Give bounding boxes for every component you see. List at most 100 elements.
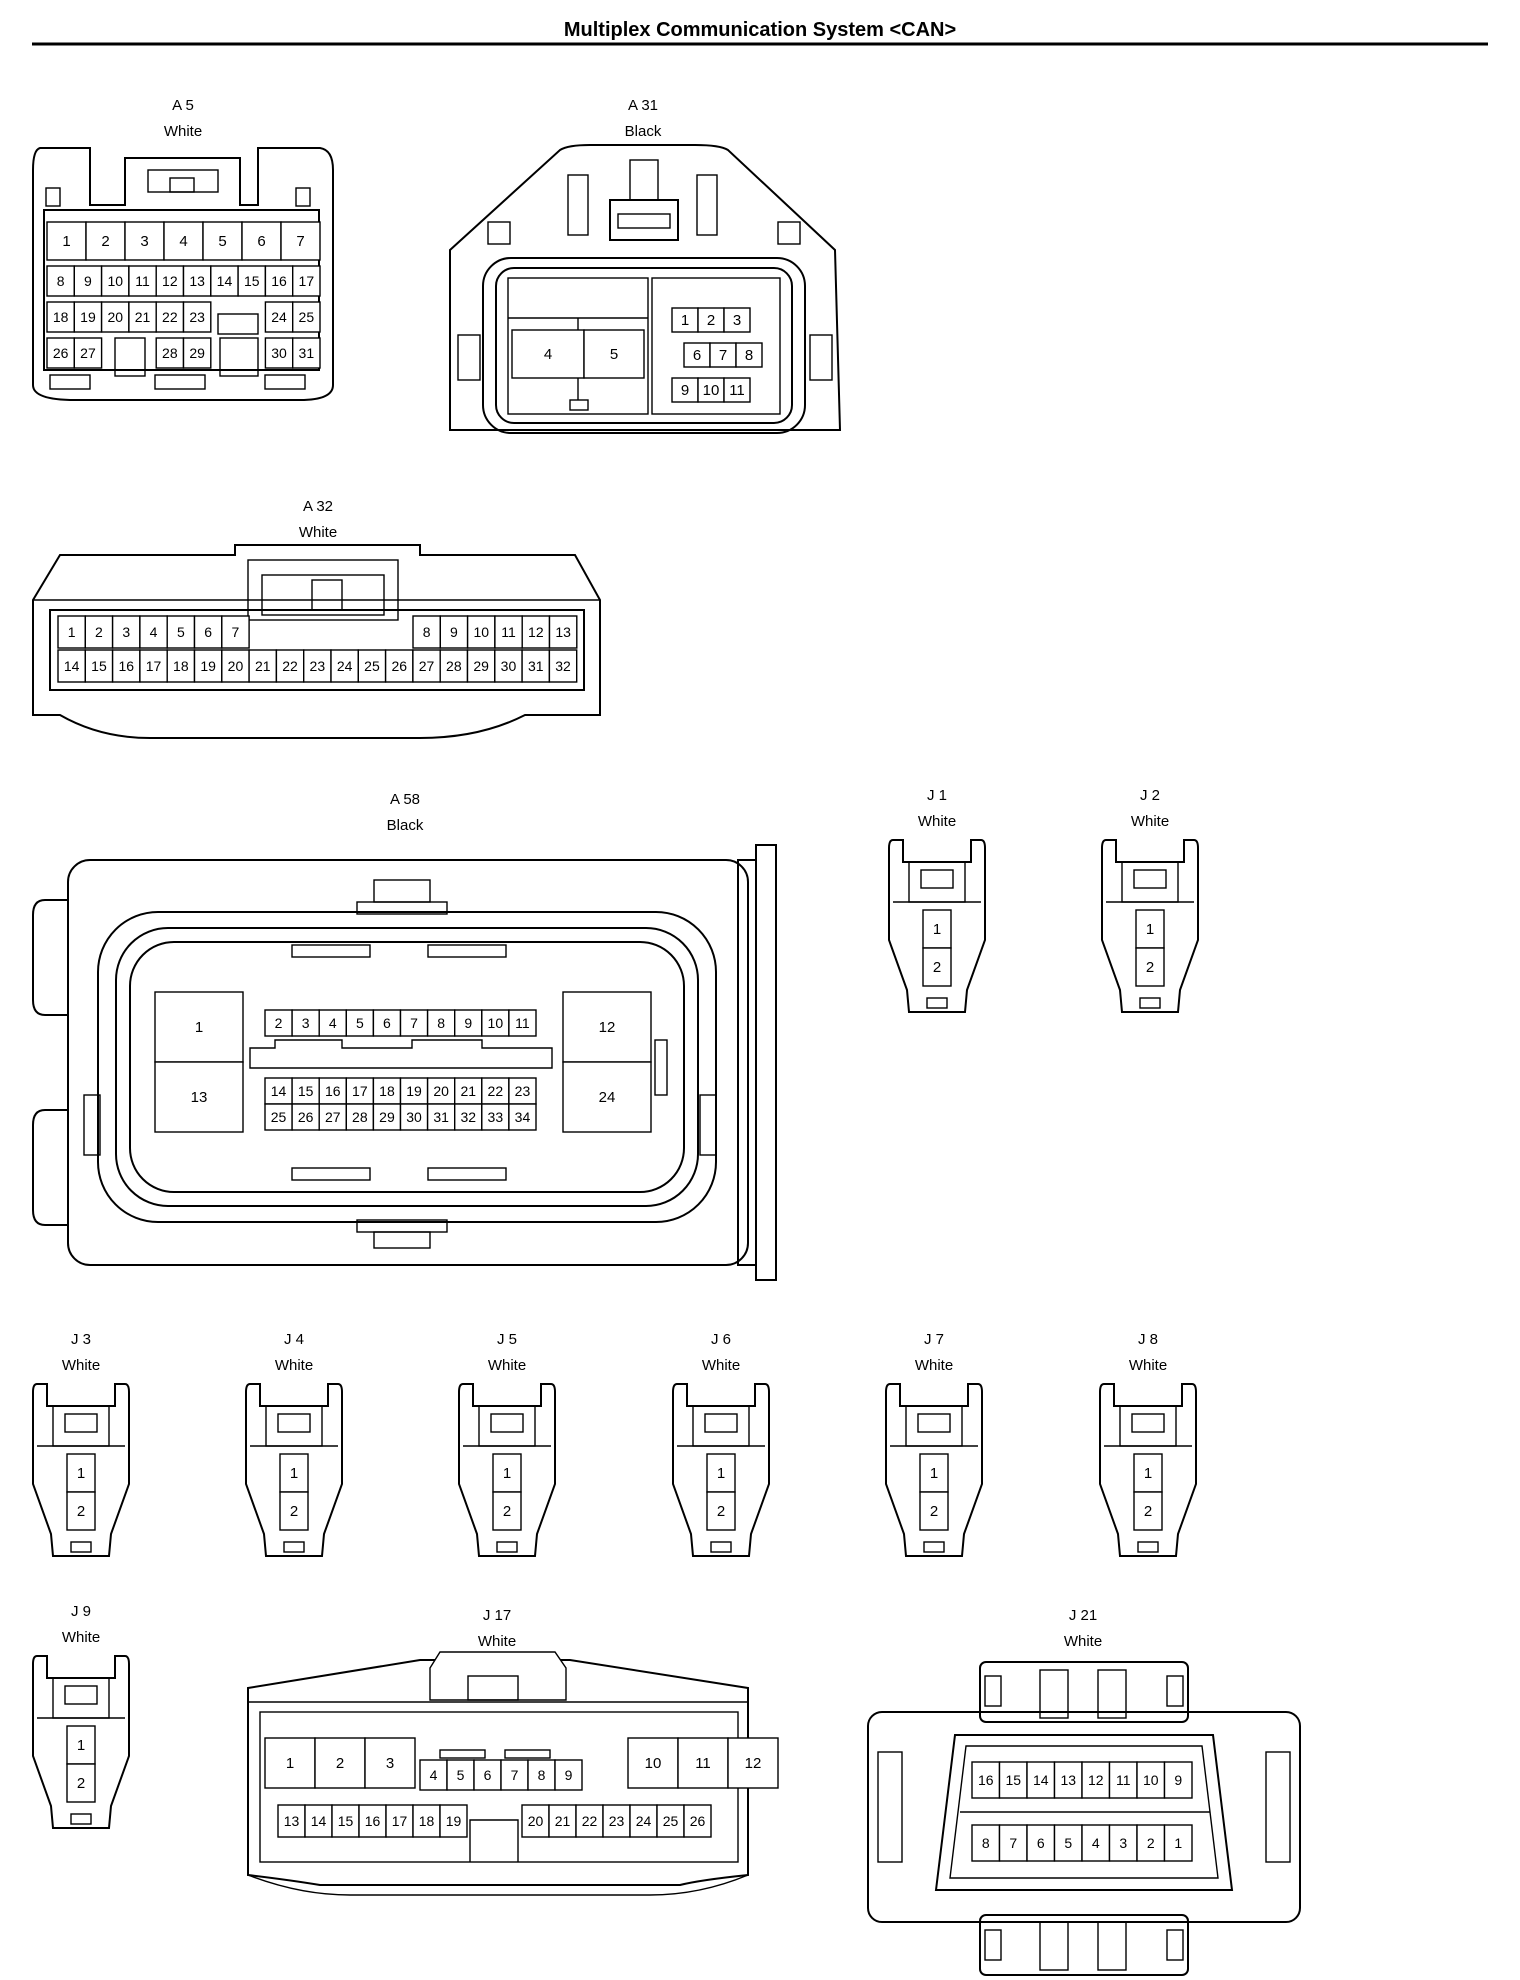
pin-number: 2: [95, 624, 103, 640]
side-tab: [32, 899, 68, 1016]
pin-box: [57, 649, 86, 683]
pin-cell: 11: [677, 1737, 729, 1789]
pin-box: [264, 265, 294, 297]
pin-box: [629, 1804, 658, 1838]
pin-box: [971, 1824, 1001, 1862]
pin-box: [998, 1824, 1028, 1862]
pin-cell: 1: [66, 1453, 96, 1493]
pin-cell: 10: [697, 377, 725, 403]
pin-number: 16: [271, 273, 287, 289]
connector-housing: [672, 1383, 770, 1557]
pin-number: 12: [745, 1755, 762, 1772]
key-slot: [504, 1749, 551, 1759]
pin-box: [1026, 1761, 1056, 1799]
pin-cell: 26: [291, 1103, 320, 1131]
pin-cell: 1: [919, 1453, 949, 1493]
key-slot: [283, 1541, 305, 1553]
pin-number: 8: [982, 1835, 990, 1851]
latch-tab: [45, 187, 61, 207]
power-cavity: [507, 277, 649, 415]
pin-number: 2: [336, 1755, 344, 1772]
pin-cell: 14: [264, 1077, 293, 1105]
pin-cell: 1: [279, 1453, 309, 1493]
pin-number: 2: [503, 1503, 511, 1520]
pin-cell: 34: [508, 1103, 537, 1131]
pin-number: 10: [107, 273, 123, 289]
pin-number: 33: [488, 1109, 504, 1125]
pin-cell: 6: [372, 1009, 402, 1037]
pin-cell: 1: [671, 307, 699, 333]
pin-number: 10: [1143, 1772, 1159, 1788]
pin-box: [364, 1737, 416, 1789]
pin-number: 8: [745, 347, 753, 364]
lock-tab: [311, 579, 343, 611]
pin-box: [345, 1103, 375, 1131]
connector-code: J 6: [711, 1331, 731, 1348]
seal-ring-inner: [129, 941, 685, 1193]
pin-cell: 9: [454, 1009, 483, 1037]
pin-box: [111, 615, 141, 649]
pin-number: 8: [57, 273, 65, 289]
pin-number: 1: [681, 312, 689, 329]
pin-box: [124, 221, 165, 261]
pin-box: [1163, 1824, 1193, 1862]
pin-box: [426, 1103, 456, 1131]
pin-box: [66, 1453, 96, 1493]
key-slot: [291, 1167, 371, 1181]
connector-color: White: [702, 1357, 740, 1374]
pin-cell: 1: [154, 991, 244, 1063]
pin-number: 13: [284, 1813, 300, 1829]
lock-window: [467, 1675, 519, 1701]
pin-cell: 20: [221, 649, 250, 683]
pin-number: 26: [391, 658, 407, 674]
lock-window: [617, 213, 671, 229]
pin-number: 1: [1174, 1835, 1182, 1851]
pin-cell: 26: [683, 1804, 712, 1838]
pin-cell: 7: [399, 1009, 429, 1037]
pin-box: [314, 1737, 366, 1789]
pin-cell: 19: [73, 301, 103, 333]
connector-color: White: [918, 813, 956, 830]
pin-number: 2: [101, 233, 109, 250]
connector-code: J 1: [927, 787, 947, 804]
pin-cell: 1: [1135, 909, 1165, 949]
pin-number: 24: [599, 1089, 616, 1106]
pin-number: 1: [1146, 921, 1154, 938]
side-key: [457, 334, 481, 381]
pin-box: [73, 265, 103, 297]
pin-number: 1: [195, 1019, 203, 1036]
pin-number: 14: [1033, 1772, 1049, 1788]
pin-number: 29: [189, 345, 205, 361]
lock-window: [920, 869, 954, 889]
pin-cell: 2: [84, 615, 114, 649]
connector-code: J 3: [71, 1331, 91, 1348]
lock-window: [1131, 1413, 1165, 1433]
connector-color: White: [62, 1357, 100, 1374]
pin-number: 2: [717, 1503, 725, 1520]
pin-number: 18: [419, 1813, 435, 1829]
pin-number: 18: [379, 1083, 395, 1099]
connector-color: White: [488, 1357, 526, 1374]
lock-window: [277, 1413, 311, 1433]
pin-box: [139, 649, 168, 683]
pin-cell: 31: [426, 1103, 456, 1131]
pin-cell: 5: [345, 1009, 375, 1037]
pin-box: [706, 1491, 736, 1531]
pin-box: [521, 615, 551, 649]
pin-box: [357, 649, 387, 683]
pin-cell: 9: [1163, 1761, 1193, 1799]
pin-number: 5: [356, 1015, 364, 1031]
pin-cell: 13: [154, 1061, 244, 1133]
pin-number: 6: [204, 624, 212, 640]
pin-box: [280, 221, 321, 261]
pin-number: 17: [392, 1813, 408, 1829]
pin-box: [318, 1103, 348, 1131]
pin-box: [358, 1804, 387, 1838]
pin-cell: 7: [998, 1824, 1028, 1862]
pin-number: 19: [200, 658, 216, 674]
pin-number: 16: [118, 658, 134, 674]
pin-cell: 15: [331, 1804, 360, 1838]
pin-box: [291, 1077, 320, 1105]
